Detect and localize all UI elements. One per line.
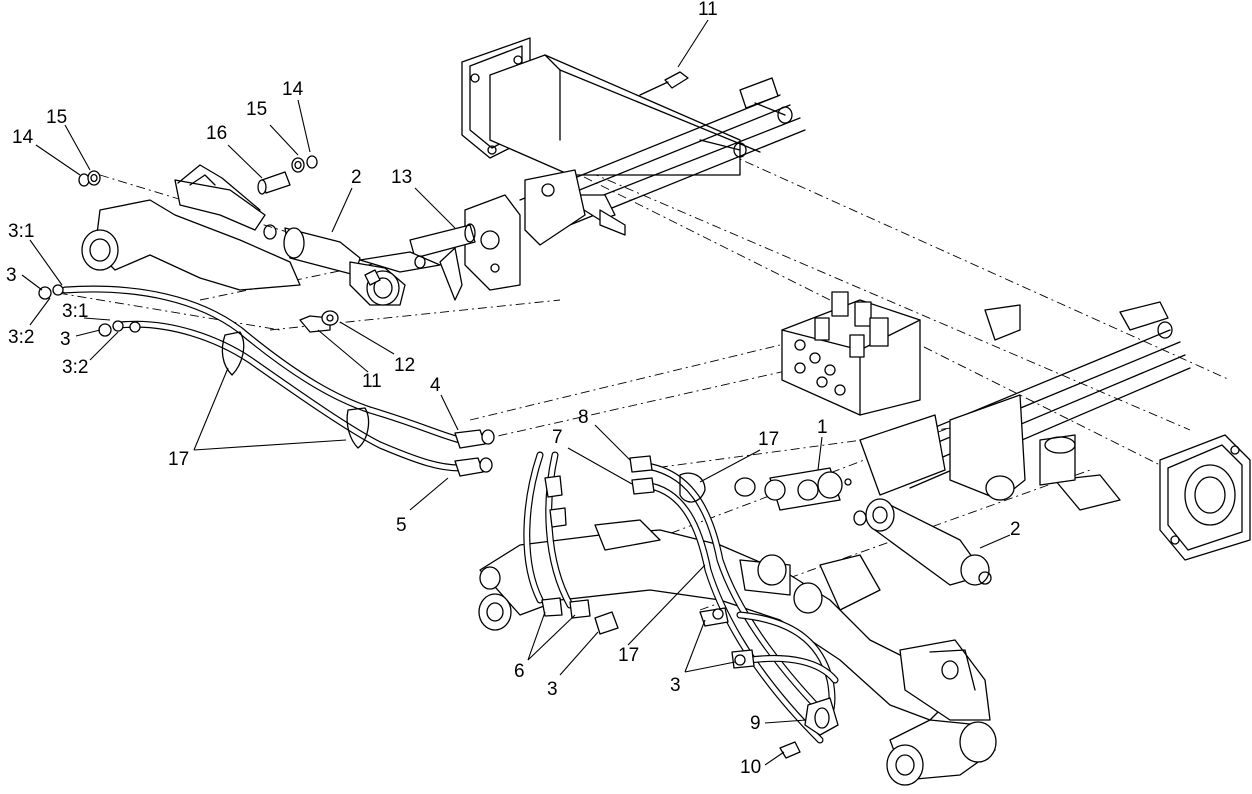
valve-block [781, 291, 921, 416]
callout-3-2-lower: 3:2 [62, 357, 89, 378]
callout-14-mid: 14 [282, 79, 304, 100]
left-hoses [38, 284, 495, 477]
callout-17-left: 17 [168, 449, 190, 470]
callout-2-top: 2 [351, 167, 362, 188]
lower-arm [478, 519, 997, 786]
callout-2-right: 2 [1010, 519, 1021, 540]
leader-lines [21, 19, 1011, 766]
callout-15-left: 15 [46, 107, 68, 128]
callout-3-upper: 3 [6, 265, 17, 286]
cylinder-2-right [853, 498, 992, 586]
callout-15-mid: 15 [246, 99, 268, 120]
callout-12: 12 [394, 355, 416, 376]
callout-13: 13 [391, 167, 413, 188]
callout-11-mid: 11 [362, 371, 382, 392]
lower-hoses [523, 451, 839, 759]
left-arm [81, 164, 441, 306]
small-hardware-top [78, 71, 689, 333]
callout-17-bottom: 17 [618, 645, 640, 666]
callout-3-2-upper: 3:2 [8, 327, 35, 348]
callout-6: 6 [514, 661, 525, 682]
callout-3-right: 3 [670, 675, 681, 696]
callout-16: 16 [206, 123, 228, 144]
center-bracket [409, 169, 586, 301]
callout-7: 7 [552, 427, 563, 448]
callout-10: 10 [740, 757, 762, 778]
callout-3-1-lower: 3:1 [62, 301, 89, 322]
callout-3-lower: 3 [60, 329, 71, 350]
callout-9: 9 [750, 713, 761, 734]
callout-4: 4 [430, 375, 441, 396]
right-assembly [859, 301, 1251, 561]
callout-8: 8 [578, 407, 589, 428]
callout-17-right: 17 [758, 429, 780, 450]
callout-1: 1 [817, 417, 828, 438]
callout-3-1-upper: 3:1 [8, 221, 35, 242]
callout-5: 5 [396, 515, 407, 536]
callout-11-top: 11 [698, 0, 718, 20]
callout-3-bottom: 3 [547, 679, 558, 700]
cylinder-1 [734, 467, 852, 511]
callout-14-left: 14 [12, 127, 34, 148]
left-flange [461, 37, 761, 176]
